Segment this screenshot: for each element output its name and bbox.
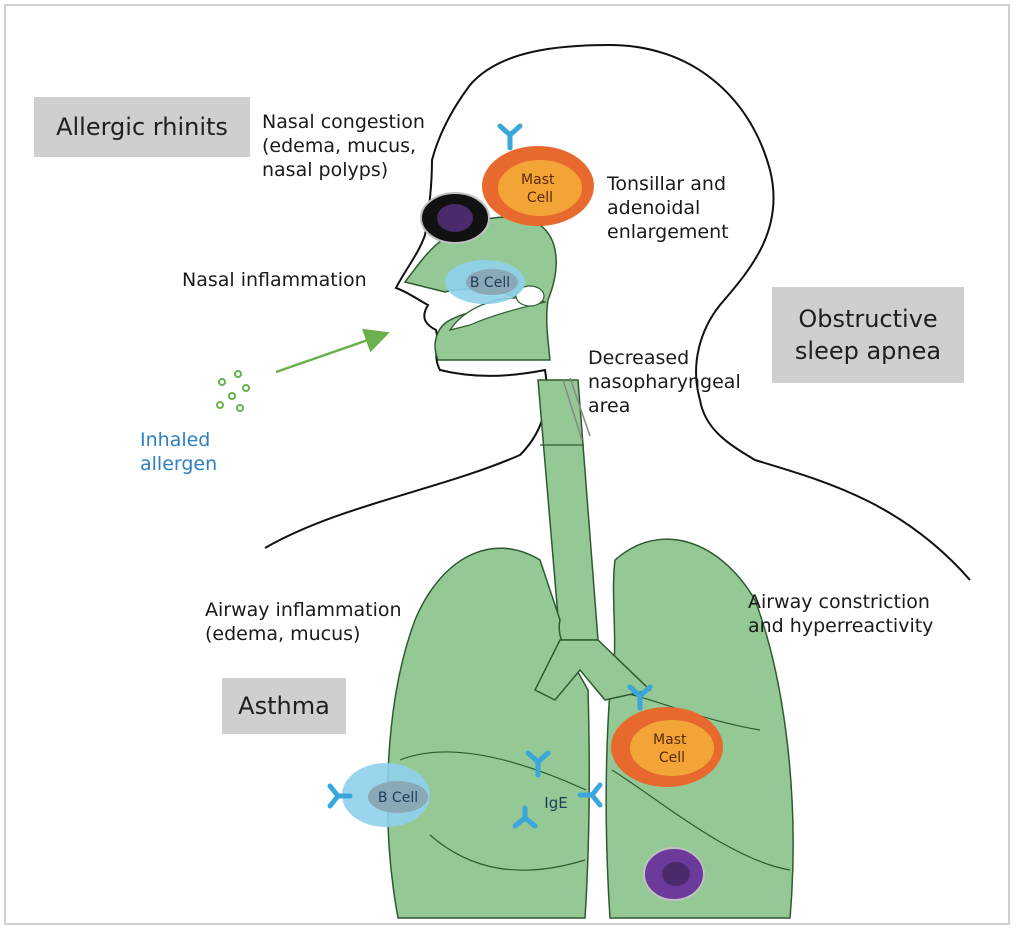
ige-antibody-free-1 — [525, 750, 551, 778]
ige-antibody-lung-mast — [627, 684, 653, 711]
nasal-congestion-label: Nasal congestion (edema, mucus, nasal po… — [262, 111, 425, 181]
mast-cell-top-label: Mast Cell — [521, 172, 559, 206]
tonsillar-label: Tonsillar and adenoidal enlargement — [607, 173, 729, 243]
airway-constriction-label: Airway constriction and hyperreactivity — [748, 591, 934, 637]
mast-cell-top: Mast Cell — [482, 146, 594, 226]
bronchi — [533, 639, 652, 701]
ige-antibody-top — [497, 123, 523, 151]
eosinophil-lung — [643, 847, 705, 901]
left-lung — [386, 547, 590, 919]
ige-antibody-bcell — [327, 783, 353, 809]
eosinophil-nose — [420, 192, 490, 244]
palate — [448, 297, 548, 331]
airway-inflammation-label: Airway inflammation (edema, mucus) — [205, 599, 402, 645]
mast-cell-top-line2: Cell — [527, 190, 553, 206]
b-cell-nose-label: B Cell — [470, 275, 510, 291]
b-cell-lung-label: B Cell — [378, 790, 418, 806]
ige-antibody-free-3 — [512, 805, 538, 829]
body-outline — [264, 43, 971, 581]
ige-antibody-free-2 — [577, 782, 603, 808]
inhalation-arrow — [275, 328, 390, 374]
mast-cell-lung-line1: Mast — [653, 732, 687, 748]
b-cell-lung: B Cell — [342, 763, 430, 827]
asthma-box: Asthma — [222, 678, 346, 734]
mast-cell-lung: Mast Cell — [611, 707, 723, 787]
obstructive-sleep-apnea-box: Obstructive sleep apnea — [772, 287, 964, 383]
nasal-inflammation-label: Nasal inflammation — [182, 269, 367, 291]
nasopharynx-narrowing — [562, 377, 591, 441]
left-lung-fissure — [399, 751, 587, 871]
allergen-particles — [216, 370, 250, 412]
mast-cell-top-line1: Mast — [521, 172, 555, 188]
svg-text:Mast Cell: Mast Cell — [653, 732, 691, 766]
ige-label: IgE — [544, 794, 567, 812]
mast-cell-lung-line2: Cell — [659, 750, 685, 766]
inhaled-allergen-label: Inhaled allergen — [140, 429, 218, 475]
adenoid-opening — [515, 285, 545, 307]
b-cell-nose: B Cell — [445, 260, 525, 304]
decreased-nasopharyngeal-label: Decreased nasopharyngeal area — [588, 347, 741, 417]
allergic-rhinitis-box: Allergic rhinits — [34, 97, 250, 157]
